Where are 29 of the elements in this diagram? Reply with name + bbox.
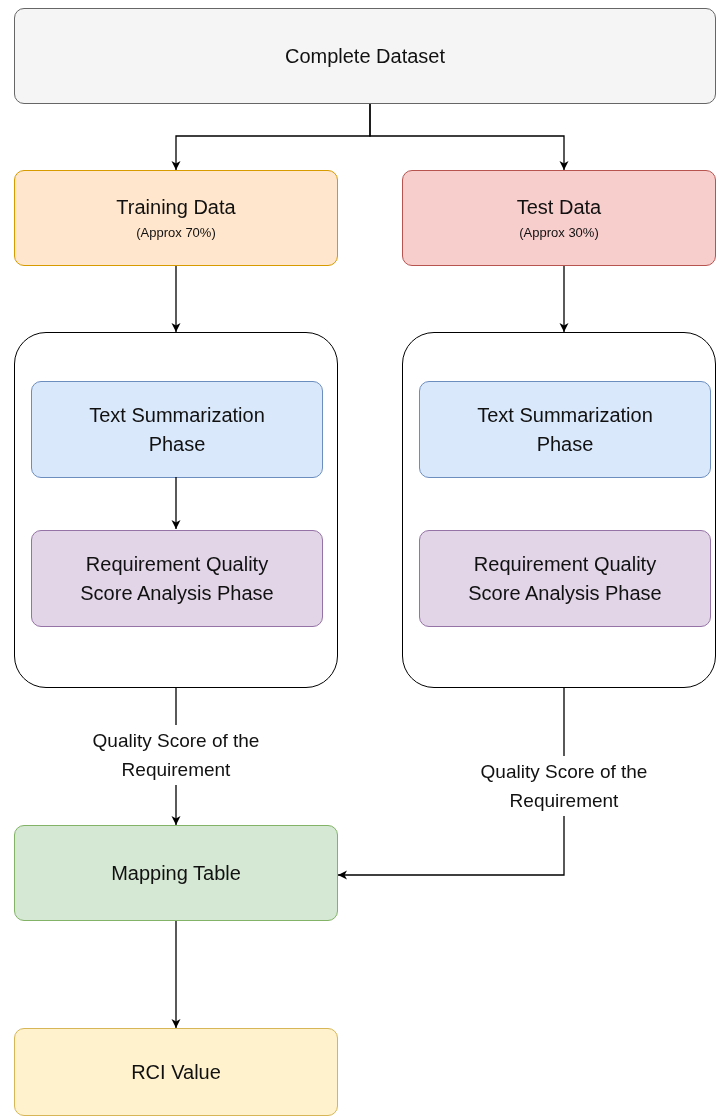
arrow [171,920,181,1029]
box-title: Training Data [115,194,237,220]
box-title: Requirement Quality Score Analysis Phase [79,551,275,606]
box-title: RCI Value [130,1059,222,1085]
arrow [171,265,181,333]
arrow [171,476,181,530]
process-box [31,530,323,627]
arrow [369,103,569,171]
box-title: Mapping Table [110,860,242,886]
process-box [14,825,338,921]
box-title: Text Summarization Phase [88,402,266,457]
group-container [402,332,716,688]
edge-label: Quality Score of the Requirement [479,756,649,816]
box-title: Test Data [515,194,603,220]
box-subtitle: (Approx 30%) [519,223,599,242]
process-box [402,170,716,266]
process-box [14,170,338,266]
box-title: Complete Dataset [283,43,447,69]
box-title: Requirement Quality Score Analysis Phase [467,551,663,606]
process-box [31,381,323,478]
process-box [14,8,716,104]
process-box [14,1028,338,1116]
edge-label: Quality Score of the Requirement [91,725,261,785]
process-box [419,381,711,478]
arrow [559,265,569,333]
process-box [419,530,711,627]
box-title: Text Summarization Phase [476,402,654,457]
box-subtitle: (Approx 70%) [136,223,216,242]
group-container [14,332,338,688]
